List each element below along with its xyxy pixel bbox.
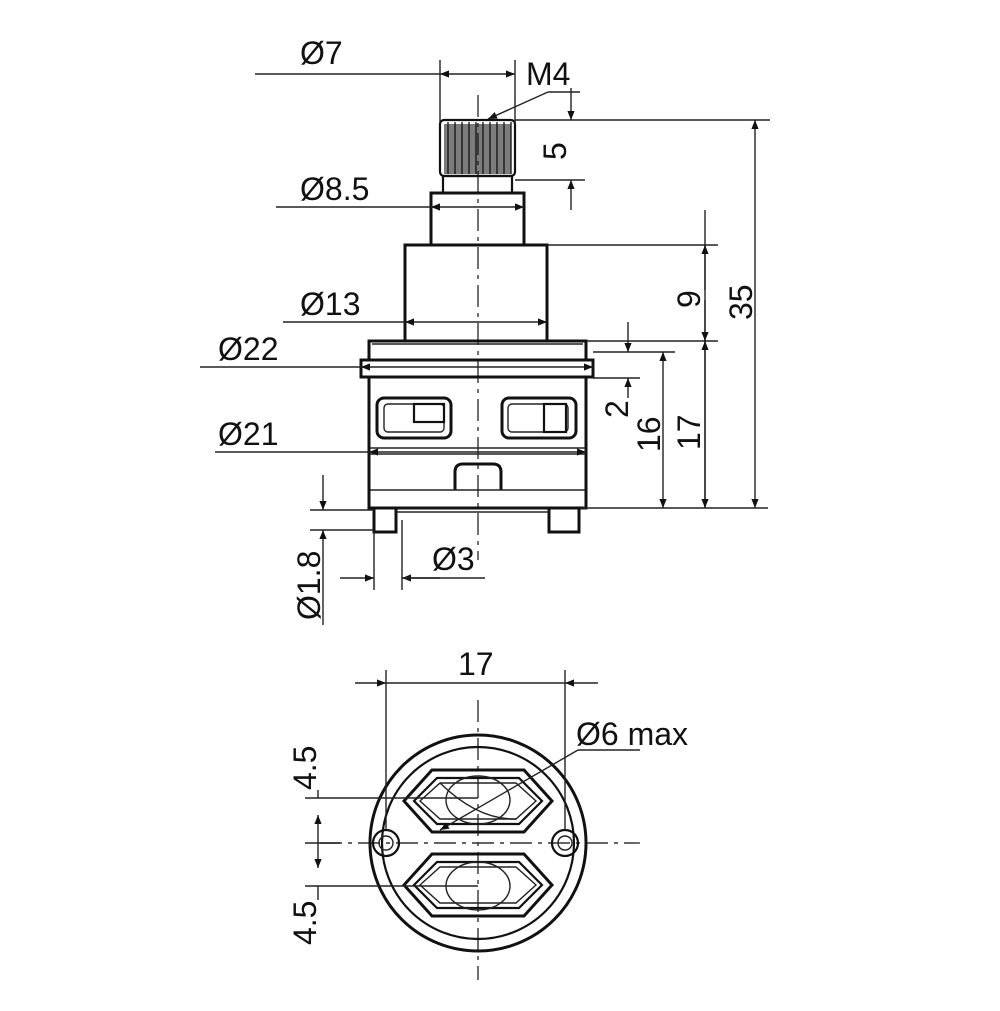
label-d7: Ø7 (300, 35, 343, 71)
label-h5: 5 (537, 142, 573, 160)
main-housing (359, 339, 595, 510)
dim-w17: 17 (355, 646, 598, 830)
dim-d1-8: Ø1.8 (291, 475, 374, 625)
splined-stem (438, 118, 517, 195)
upper-body (403, 243, 549, 343)
dim-d6max: Ø6 max (439, 716, 688, 831)
label-offset-bottom: 4.5 (287, 901, 323, 945)
dim-d7: Ø7 (255, 35, 516, 122)
label-d3: Ø3 (432, 541, 475, 577)
label-h9: 9 (671, 290, 707, 308)
outer-ring (368, 733, 588, 953)
dim-d22: Ø22 (200, 331, 593, 371)
dim-h17: 17 (671, 341, 709, 508)
dim-m4: M4 (487, 56, 580, 120)
label-m4: M4 (526, 56, 570, 92)
bottom-view: 17 Ø6 max 4.5 4.5 (287, 646, 688, 980)
lower-port (401, 852, 555, 918)
label-d22: Ø22 (218, 331, 278, 367)
upper-port (401, 768, 555, 834)
dim-d8-5: Ø8.5 (276, 171, 524, 211)
dim-h35: 35 (580, 120, 768, 509)
dim-d13: Ø13 (283, 286, 547, 326)
label-w17: 17 (458, 646, 494, 682)
dim-offsets: 4.5 4.5 (287, 746, 478, 945)
label-h16: 16 (631, 416, 667, 452)
label-h17: 17 (671, 414, 707, 450)
dim-d21: Ø21 (215, 416, 586, 456)
dim-h5: 5 (515, 88, 770, 210)
label-d13: Ø13 (300, 286, 360, 322)
label-d8-5: Ø8.5 (300, 171, 369, 207)
label-d21: Ø21 (218, 416, 278, 452)
inner-ring (380, 745, 576, 941)
bottom-pins (372, 506, 581, 534)
label-d1-8: Ø1.8 (291, 551, 327, 620)
label-h35: 35 (723, 284, 759, 320)
label-offset-top: 4.5 (287, 746, 323, 790)
dim-h16: 16 (631, 352, 667, 508)
label-d6max: Ø6 max (576, 716, 688, 752)
side-view: Ø7 M4 5 Ø8.5 9 (200, 35, 770, 625)
dim-d3: Ø3 (340, 520, 485, 590)
label-h2: 2 (599, 400, 635, 418)
